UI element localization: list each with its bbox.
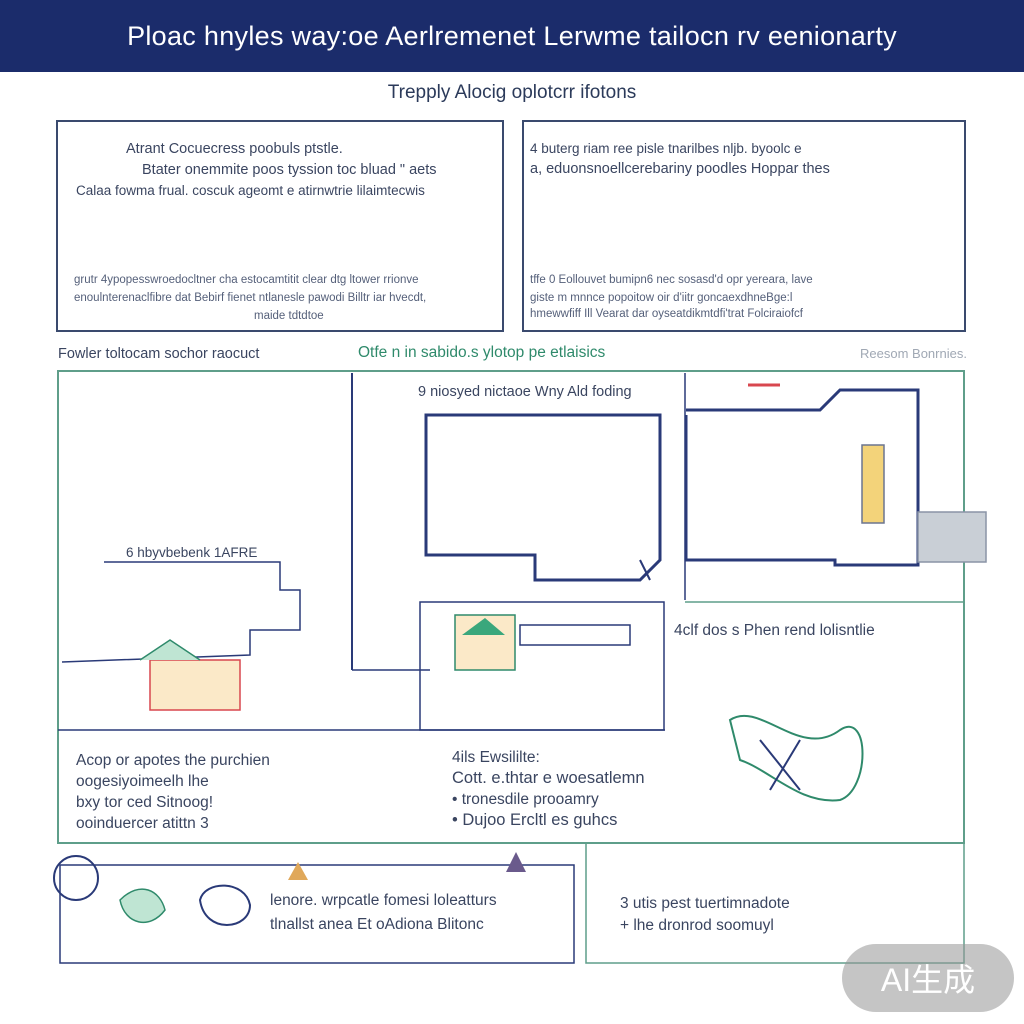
middle-left-line: ooinduercer atittn 3	[76, 815, 209, 832]
bottom-right-line2: + lhe dronrod soomuyl	[620, 917, 774, 934]
page-header: Ploac hnyles way:oe Aerlremenet Lerwme t…	[0, 0, 1024, 72]
middle-left-line: oogesiyoimeelh lhe	[76, 773, 209, 790]
panel-top-right-foot1: tffe 0 Eollouvet bumipn6 nec sosasd'd op…	[530, 274, 813, 286]
panel-top-left: Atrant Cocuecress poobuls ptstle. Btater…	[56, 120, 504, 332]
middle-right-text: 4ils Ewsililte: Cott. e.thtar e woesatle…	[452, 747, 645, 831]
panel-top-right-foot2: giste m mnnce popoitow oir d'iitr goncae…	[530, 292, 793, 304]
bottom-right-line1: 3 utis pest tuertimnadote	[620, 895, 790, 912]
middle-left-line: bxy tor ced Sitnoog!	[76, 794, 213, 811]
page-subtitle: Trepply Alocig oplotcrr ifotons	[387, 82, 637, 103]
middle-right-line: • tronesdile prooamry	[452, 791, 599, 808]
panel-top-left-line2: Btater onemmite poos tyssion toc bluad "…	[142, 162, 437, 178]
section-left-label: Fowler toltocam sochor raocuct	[58, 346, 260, 362]
middle-right-line: Cott. e.thtar e woesatlemn	[452, 769, 645, 787]
panel-top-right-foot3: hmewwfiff Ill Vearat dar oyseatdikmtdfi'…	[530, 308, 803, 320]
diagram-right-caption: 4clf dos s Phen rend lolisntlie	[674, 622, 875, 639]
panel-top-left-foot2: enoulnterenaclfibre dat Bebirf fienet nt…	[74, 292, 427, 304]
ai-generated-badge: AI生成	[842, 944, 1014, 1012]
diagram-left-caption: 6 hbyvbebenk 1AFRE	[126, 545, 258, 560]
section-center-label: Otfe n in sabido.s ylotop pe etlaisics	[358, 344, 606, 361]
middle-right-line: • Dujoo Ercltl es guhcs	[452, 811, 618, 829]
panel-top-left-foot1: grutr 4ypopesswroedocltner cha estocamti…	[74, 274, 419, 286]
middle-right-line: 4ils Ewsililte:	[452, 749, 540, 766]
bottom-left-line1: lenore. wrpcatle fomesi loleatturs	[270, 892, 497, 909]
panel-top-left-line1: Atrant Cocuecress poobuls ptstle.	[126, 141, 343, 157]
bottom-left-line2: tlnallst anea Et oAdiona Blitonc	[270, 916, 484, 933]
middle-left-text: Acop or apotes the purchien oogesiyoimee…	[76, 750, 270, 834]
diagram-center-caption: 9 niosyed nictaoe Wny Ald foding	[418, 384, 632, 400]
middle-left-line: Acop or apotes the purchien	[76, 752, 270, 769]
panel-top-left-foot3: maide tdtdtoe	[254, 310, 324, 322]
page-title: Ploac hnyles way:oe Aerlremenet Lerwme t…	[127, 20, 897, 51]
panel-top-left-line3: Calaa fowma frual. coscuk ageomt e atirn…	[76, 183, 425, 198]
panel-top-right-line2: a, eduonsnoellcerebariny poodles Hoppar …	[530, 161, 830, 177]
panel-top-right-line1: 4 buterg riam ree pisle tnarilbes nljb. …	[530, 141, 802, 156]
section-right-label: Reesom Bonrnies.	[860, 346, 967, 361]
panel-top-right: 4 buterg riam ree pisle tnarilbes nljb. …	[522, 120, 966, 332]
